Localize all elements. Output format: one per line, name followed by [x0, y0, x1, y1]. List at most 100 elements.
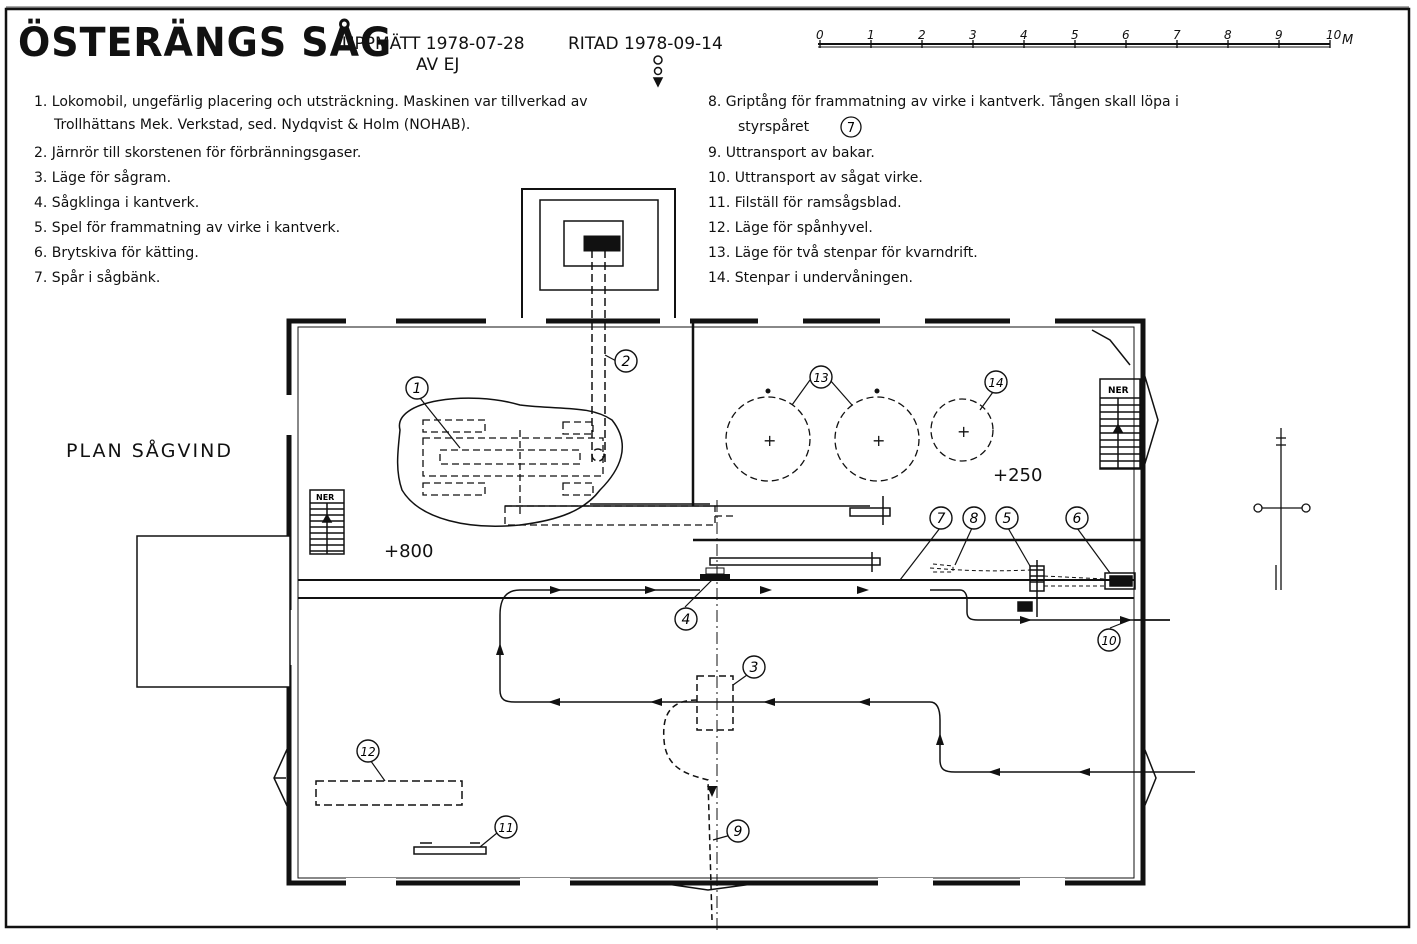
dot-13b: [874, 388, 880, 394]
marker-number-11: 11: [498, 821, 513, 835]
elevation-left: +800: [384, 541, 434, 562]
legend-item: 2. Järnrör till skorstenen för förbränni…: [34, 145, 362, 161]
sawblade-4: [700, 574, 730, 580]
millstone-centers: + + +: [763, 422, 970, 450]
svg-text:+: +: [763, 431, 776, 450]
transmission-shafts: [505, 496, 891, 572]
filestand-11: [413, 842, 487, 855]
scale-tick-label: 4: [1020, 28, 1028, 42]
wall-openings: [286, 318, 1065, 886]
marker-circle-4: [674, 607, 698, 631]
marker-number-10: 10: [1101, 634, 1117, 648]
marker-circle-11: [494, 815, 518, 839]
legend-ref-number: 7: [847, 121, 855, 136]
monogram-symbol: [652, 55, 664, 88]
legend-item: 3. Läge för sågram.: [34, 170, 172, 186]
scale-tick-label: 6: [1122, 28, 1130, 42]
svg-text:+: +: [957, 422, 970, 441]
legend-item: 14. Stenpar i undervåningen.: [708, 270, 913, 286]
flow-lines: [499, 589, 1195, 773]
planer-12: [315, 780, 463, 806]
author: AV EJ: [416, 55, 460, 75]
marker-number-13: 13: [813, 371, 828, 385]
sawframe-3: [696, 675, 734, 731]
chimney-structure: [521, 188, 676, 323]
chain-line: [929, 563, 1106, 587]
marker-circle-5: [995, 506, 1019, 530]
sawblade-4-mount: [705, 567, 725, 575]
scale-tick-label: 9: [1275, 28, 1283, 42]
marker-number-2: 2: [622, 354, 631, 370]
scale-tick-label: 0: [816, 28, 824, 42]
scale-tick-label: 1: [867, 28, 875, 42]
marker-circle-3: [742, 655, 766, 679]
stair-right-label: NER: [1108, 386, 1129, 396]
marker-circle-9: [726, 819, 750, 843]
legend-item: 7. Spår i sågbänk.: [34, 270, 161, 286]
legend-item: 12. Läge för spånhyvel.: [708, 220, 873, 236]
marker-circle-10: [1097, 628, 1121, 652]
marker-circle-2: [614, 349, 638, 373]
millstones: [725, 396, 994, 482]
sheet-border: [4, 7, 1411, 929]
pulley-6: [1104, 572, 1136, 590]
marker-circle-14: [984, 370, 1008, 394]
winch-5: [1017, 560, 1045, 617]
scale-tick-label: 10: [1326, 28, 1342, 42]
marker-number-5: 5: [1003, 511, 1012, 527]
marker-circle-6: [1065, 506, 1089, 530]
stair-left-label: NER: [316, 493, 334, 502]
scale-tick-label: 3: [969, 28, 977, 42]
marker-circle-8: [962, 506, 986, 530]
marker-number-8: 8: [970, 511, 979, 527]
elevation-right: +250: [993, 465, 1043, 486]
legend-item: 10. Uttransport av sågat virke.: [708, 170, 923, 186]
drawing-title: ÖSTERÄNGS SÅG: [18, 20, 393, 66]
legend-item: 13. Läge för två stenpar för kvarndrift.: [708, 245, 978, 261]
scale-tick-label: 7: [1173, 28, 1181, 42]
legend-item: 4. Sågklinga i kantverk.: [34, 195, 200, 211]
drawn-date: RITAD 1978-09-14: [568, 34, 723, 54]
marker-circle-1: [405, 376, 429, 400]
legend-item: styrspåret: [738, 119, 810, 135]
flow-arrows: [496, 586, 1132, 776]
doors: [273, 329, 1159, 891]
marker-circle-7: [929, 506, 953, 530]
legend-item: 11. Filställ för ramsågsblad.: [708, 195, 902, 211]
stair-left: [309, 489, 345, 555]
svg-text:+: +: [872, 431, 885, 450]
legend-ref-circle: [840, 116, 862, 138]
scale-tick-label: 2: [918, 28, 926, 42]
stair-right: [1099, 378, 1141, 470]
scale-unit: M: [1342, 33, 1354, 48]
marker-circle-12: [356, 739, 380, 763]
legend-item: 5. Spel för frammatning av virke i kantv…: [34, 220, 341, 236]
orientation-symbol: [1253, 428, 1311, 590]
marker-number-12: 12: [360, 745, 375, 759]
plan-label: PLAN SÅGVIND: [66, 440, 233, 462]
leader-lines: [367, 354, 1131, 848]
annex-room: [136, 535, 291, 688]
marker-number-6: 6: [1073, 511, 1082, 527]
locomobile-outline: [396, 397, 735, 527]
scale-tick-label: 5: [1071, 28, 1079, 42]
marker-number-4: 4: [682, 612, 691, 628]
legend-item: 9. Uttransport av bakar.: [708, 145, 875, 161]
scale-tick-label: 8: [1224, 28, 1232, 42]
marker-number-9: 9: [734, 824, 743, 840]
scale-bar: [818, 40, 1331, 48]
legend-item: 1. Lokomobil, ungefärlig placering och u…: [34, 94, 588, 110]
legend-item: 8. Griptång för frammatning av virke i k…: [708, 94, 1179, 110]
marker-number-1: 1: [413, 381, 422, 397]
transport-9-arrow: [707, 786, 717, 797]
dot-13a: [765, 388, 771, 394]
marker-number-7: 7: [937, 511, 946, 527]
building-walls: [286, 318, 1146, 886]
marker-number-14: 14: [988, 376, 1003, 390]
transport-9-path: [662, 699, 713, 921]
legend-item: 6. Brytskiva för kätting.: [34, 245, 199, 261]
measured-date: UPPMÄTT 1978-07-28: [342, 34, 525, 54]
legend-item: Trollhättans Mek. Verkstad, sed. Nydqvis…: [54, 117, 471, 133]
marker-circle-13: [809, 365, 833, 389]
